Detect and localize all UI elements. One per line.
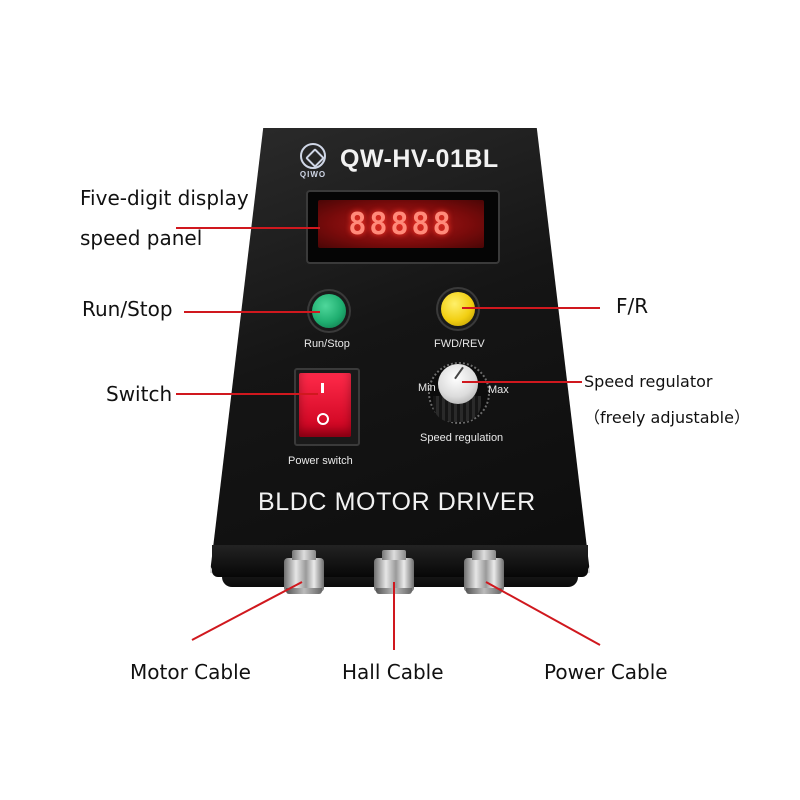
knob-panel-label: Speed regulation xyxy=(420,432,504,444)
callout-run-stop: Run/Stop xyxy=(82,297,173,321)
callout-display-line1: Five-digit display xyxy=(80,186,249,210)
power-rocker-switch[interactable] xyxy=(299,373,351,437)
gear-diamond-logo-icon xyxy=(300,143,326,169)
callout-display-line2: speed panel xyxy=(80,226,203,250)
callout-power-cable: Power Cable xyxy=(544,660,668,684)
knob-max-label: Max xyxy=(488,384,509,396)
callout-speed-line1: Speed regulator xyxy=(584,372,713,391)
callout-fr: F/R xyxy=(616,294,649,318)
logo-text: QIWO xyxy=(299,170,327,179)
callout-motor-cable: Motor Cable xyxy=(130,660,251,684)
brand-logo: QIWO xyxy=(296,143,330,183)
model-number: QW-HV-01BL xyxy=(340,145,499,173)
motor-cable-connector[interactable] xyxy=(284,550,324,594)
callout-switch: Switch xyxy=(106,382,173,406)
fwd-rev-panel-label: FWD/REV xyxy=(434,338,485,350)
motor-cable-leader-line xyxy=(191,581,303,641)
on-mark-icon xyxy=(321,383,324,393)
run-stop-panel-label: Run/Stop xyxy=(304,338,350,350)
callout-hall-cable: Hall Cable xyxy=(342,660,444,684)
off-mark-icon xyxy=(317,413,329,425)
display-digits: 88888 xyxy=(348,206,454,242)
knob-min-label: Min xyxy=(418,382,436,394)
power-cable-leader-line xyxy=(485,581,601,646)
power-cable-connector[interactable] xyxy=(464,550,504,594)
power-switch-panel-label: Power switch xyxy=(288,455,353,467)
product-brand-text: BLDC MOTOR DRIVER xyxy=(258,488,536,516)
callout-speed-line2: （freely adjustable） xyxy=(584,408,750,427)
speed-display: 88888 xyxy=(318,200,484,248)
